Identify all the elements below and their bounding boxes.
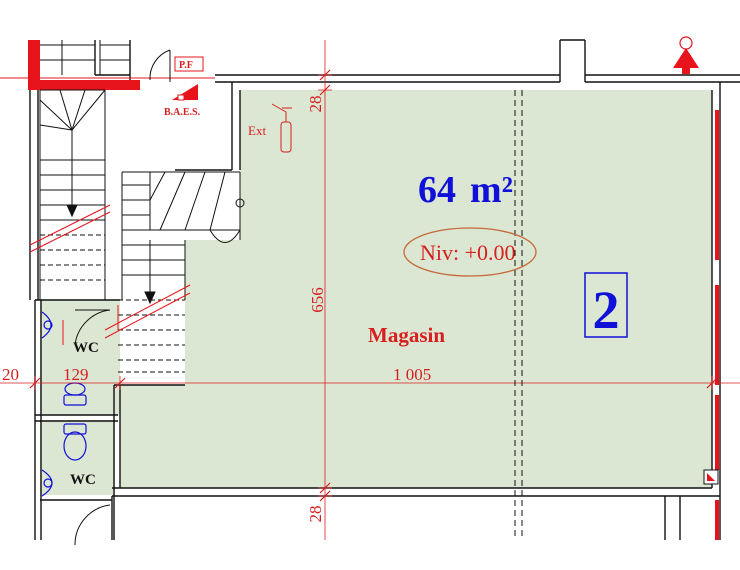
stair-left	[39, 89, 106, 300]
dim-left-wall: 20	[2, 365, 19, 384]
dim-bottom-setback: 28	[306, 506, 325, 523]
column-marker-icon	[703, 469, 719, 485]
wc-label-top: WC	[73, 340, 99, 356]
room-name: Magasin	[368, 323, 445, 347]
stair-center	[121, 171, 245, 305]
stair-cut-line-2	[29, 211, 111, 253]
walls	[29, 39, 740, 540]
fire-extinguisher-icon	[271, 103, 292, 153]
doors	[74, 49, 171, 546]
stair-cut-line-3	[104, 284, 191, 331]
fire-extinguisher-label: Ext	[248, 123, 266, 138]
wc-floor-top	[40, 300, 120, 415]
stair-cut-line	[29, 204, 111, 246]
beam-lines	[514, 90, 523, 540]
dim-room-depth: 656	[308, 287, 327, 313]
room-area-value: 64	[418, 169, 456, 211]
dim-room-width: 1 005	[393, 365, 431, 384]
room-level: Niv: +0.00	[420, 240, 516, 265]
dimension-ticks	[29, 69, 718, 502]
fire-door-label: P.F	[179, 60, 193, 71]
stair-center-dashed	[118, 299, 185, 373]
exit-arrow-icon	[673, 36, 699, 74]
magasin-floor	[120, 90, 712, 488]
room-number: 2	[593, 280, 620, 340]
level-ellipse	[403, 227, 537, 277]
washbasin-icon	[41, 311, 53, 497]
emergency-light-label: B.A.E.S.	[164, 107, 201, 118]
dim-top-setback: 28	[306, 96, 325, 113]
room-number-box	[584, 272, 628, 338]
red-walls	[28, 40, 140, 90]
window-strips	[715, 110, 719, 540]
stair-top	[40, 40, 130, 75]
room-area-unit: m²	[470, 169, 513, 211]
wc-label-bottom: WC	[70, 472, 96, 488]
emergency-light-icon	[172, 84, 198, 101]
fire-door-box	[174, 56, 204, 72]
dim-wc-width: 129	[63, 365, 89, 384]
toilet-icon	[63, 382, 87, 461]
stair-cut-line-4	[104, 292, 191, 339]
